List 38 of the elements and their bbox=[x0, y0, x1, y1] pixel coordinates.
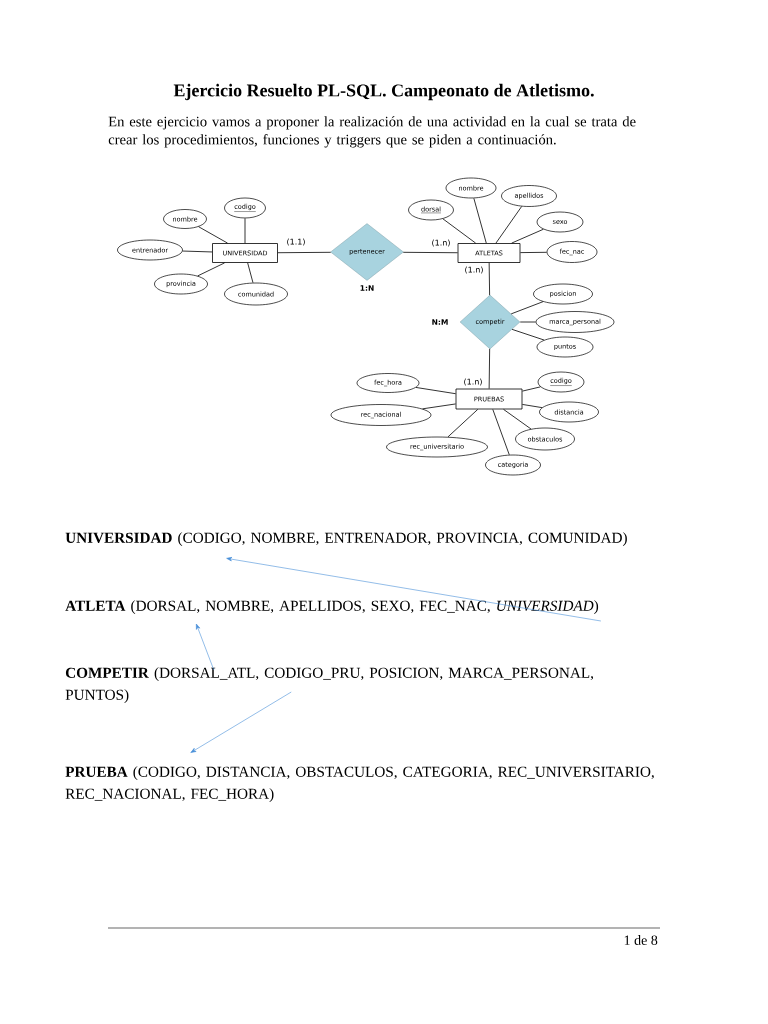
connector-line bbox=[522, 386, 541, 392]
cardinality-label: (1.1) bbox=[287, 238, 305, 246]
cardinality-label: (1.n) bbox=[464, 378, 482, 386]
relation-schema: ATLETA (DORSAL, NOMBRE, APELLIDOS, SEXO, FEC_NAC, UNIVERSIDAD) bbox=[65, 600, 599, 614]
connector-line bbox=[277, 251, 332, 254]
connector-line bbox=[510, 301, 544, 315]
title: Ejercicio Resuelto PL-SQL. Campeonato de Atletismo. bbox=[173, 83, 594, 101]
connector-line bbox=[488, 348, 491, 389]
cardinality-label: (1.n) bbox=[432, 239, 450, 247]
connector-line bbox=[197, 262, 225, 277]
connector-line bbox=[511, 228, 544, 244]
relation-schema: COMPETIR (DORSAL_ATL, CODIGO_PRU, POSICION, MARCA_PERSONAL, PUNTOS) bbox=[65, 667, 593, 703]
connector-line bbox=[415, 387, 456, 395]
arrow bbox=[196, 623, 215, 671]
connector-line bbox=[442, 218, 477, 244]
connector-line bbox=[492, 409, 510, 456]
relation-schema: UNIVERSIDAD (CODIGO, NOMBRE, ENTRENADOR, PROVINCIA, COMUNIDAD) bbox=[65, 532, 627, 546]
intro-paragraph: En este ejercicio vamos a proponer la realización de una actividad en la cual se trata de crear los procedimientos, funciones y triggers que se piden a continuación. bbox=[108, 116, 636, 148]
connector-line bbox=[182, 250, 213, 253]
connector-line bbox=[511, 328, 545, 341]
connector-line bbox=[402, 251, 458, 254]
connector-line bbox=[247, 262, 254, 284]
cardinality-label: (1.n) bbox=[465, 266, 483, 274]
arrow bbox=[190, 691, 292, 753]
relation-schema: PRUEBA (CODIGO, DISTANCIA, OBSTACULOS, CATEGORIA, REC_UNIVERSITARIO, REC_NACIONAL, FEC_HORA) bbox=[65, 766, 654, 802]
arrow bbox=[226, 557, 602, 622]
connector-line bbox=[519, 321, 537, 323]
connector-line bbox=[198, 226, 228, 244]
connector-line bbox=[447, 409, 479, 438]
page-number: 1 de 8 bbox=[624, 935, 658, 945]
connector-line bbox=[488, 262, 490, 296]
connector-line bbox=[495, 206, 523, 244]
connector-line bbox=[473, 197, 487, 244]
connector-line bbox=[522, 404, 543, 408]
connector-line bbox=[422, 403, 456, 410]
connector-line bbox=[503, 409, 532, 430]
connector-line bbox=[520, 251, 548, 253]
connector-line bbox=[244, 217, 246, 244]
